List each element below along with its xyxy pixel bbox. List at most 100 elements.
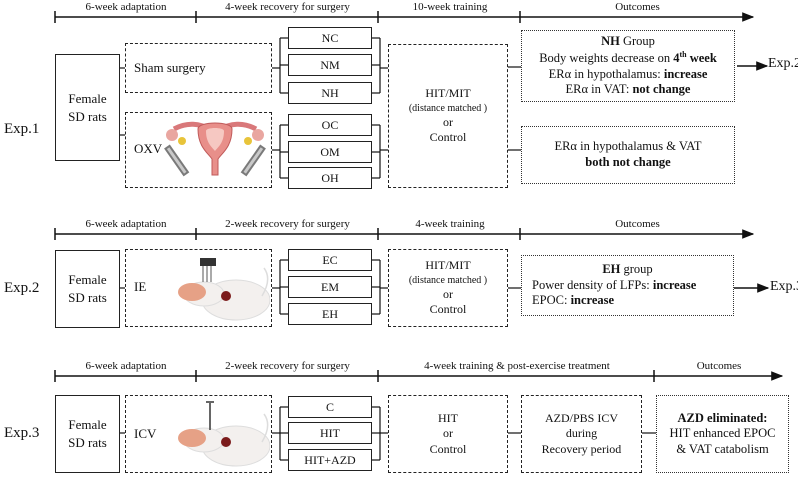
rats-box: Female SD rats bbox=[55, 54, 120, 161]
group-label: OC bbox=[321, 117, 339, 132]
outcome-bold: increase bbox=[652, 277, 697, 292]
rats-line: SD rats bbox=[68, 435, 107, 450]
training-line: (distance matched ) bbox=[408, 274, 488, 286]
rats-line: SD rats bbox=[68, 290, 107, 305]
outcome-line: & VAT catabolism bbox=[676, 441, 769, 456]
outcome-text: EPOC: bbox=[532, 293, 571, 308]
timeline-exp2 bbox=[54, 228, 755, 240]
outcome-sup: th bbox=[679, 49, 687, 59]
outcome-box-nh: NH Group Body weights decrease on 4th we… bbox=[521, 30, 735, 102]
outcome-title: AZD eliminated: bbox=[678, 411, 768, 427]
group-label: HIT bbox=[320, 425, 340, 440]
training-box: HIT/MIT (distance matched ) or Control bbox=[388, 249, 508, 327]
surgery-label: ICV bbox=[134, 426, 157, 441]
training-box: HIT/MIT (distance matched ) or Control bbox=[388, 44, 508, 188]
timeline-label: Outcomes bbox=[615, 1, 660, 13]
experiment-label: Exp.1 bbox=[4, 121, 40, 137]
next-experiment-label: Exp.3 bbox=[770, 279, 798, 294]
surgery-label: IE bbox=[134, 279, 147, 294]
ie-surgery-box: IE bbox=[125, 249, 272, 327]
training-line: HIT/MIT bbox=[425, 86, 471, 101]
group-label: EH bbox=[322, 306, 338, 321]
training-line: Control bbox=[429, 441, 467, 456]
outcome-line: Power density of LFPs: increase bbox=[522, 278, 696, 294]
group-box: NM bbox=[288, 54, 372, 76]
group-box: OC bbox=[288, 114, 372, 136]
training-line: HIT/MIT bbox=[425, 258, 471, 273]
outcome-title-rest: Group bbox=[619, 34, 655, 49]
training-line: or bbox=[443, 114, 453, 129]
outcome-line: HIT enhanced EPOC bbox=[669, 426, 776, 441]
experiment-label: Exp.3 bbox=[4, 425, 40, 441]
timeline-label: 6-week adaptation bbox=[85, 1, 167, 13]
outcome-box-azd: AZD eliminated: HIT enhanced EPOC & VAT … bbox=[656, 395, 789, 473]
outcome-text: ERα in VAT: bbox=[565, 82, 633, 97]
outcome-box-eh: EH group Power density of LFPs: increase… bbox=[521, 255, 734, 316]
rats-box: Female SD rats bbox=[55, 395, 120, 473]
treatment-line: during bbox=[565, 426, 598, 441]
outcome-text: Body weights decrease on bbox=[539, 50, 674, 65]
timeline-label: 6-week adaptation bbox=[85, 218, 167, 230]
group-label: NH bbox=[321, 85, 339, 100]
group-label: OM bbox=[320, 144, 340, 159]
timeline-exp1 bbox=[54, 11, 755, 23]
connectors-exp2 bbox=[120, 259, 521, 315]
group-box: EH bbox=[288, 303, 372, 325]
next-experiment-label: Exp.2 bbox=[768, 56, 798, 71]
timeline-label: 2-week recovery for surgery bbox=[225, 360, 350, 372]
group-label: C bbox=[325, 399, 334, 414]
outcome-bold: week bbox=[686, 50, 717, 65]
training-line: Control bbox=[429, 302, 467, 317]
timeline-exp3 bbox=[54, 370, 784, 382]
timeline-label: 10-week training bbox=[412, 1, 488, 13]
outcome-title: EH group bbox=[602, 262, 652, 278]
group-box: HIT+AZD bbox=[288, 449, 372, 471]
group-box: NC bbox=[288, 27, 372, 49]
timeline-label: 4-week training & post-exercise treatmen… bbox=[424, 360, 610, 372]
outcome-line: EPOC: increase bbox=[522, 293, 614, 309]
group-label: HIT+AZD bbox=[304, 452, 356, 467]
outcome-line: ERα in VAT: not change bbox=[566, 82, 691, 98]
treatment-line: Recovery period bbox=[541, 441, 622, 456]
outcome-line: ERα in hypothalamus: increase bbox=[549, 67, 708, 83]
outcome-bold: not change bbox=[632, 82, 691, 97]
sham-surgery-label: Sham surgery bbox=[134, 60, 206, 75]
group-box: EM bbox=[288, 276, 372, 298]
connectors-exp1 bbox=[120, 37, 521, 179]
training-line: Control bbox=[429, 130, 467, 145]
uterus-icon bbox=[164, 121, 266, 177]
group-label: EC bbox=[322, 252, 338, 267]
rats-line: SD rats bbox=[68, 108, 107, 124]
group-label: NC bbox=[321, 30, 339, 45]
outcome-bold: 4 bbox=[673, 50, 680, 65]
rats-line: Female bbox=[68, 272, 107, 288]
rat-cannula-icon bbox=[178, 401, 270, 467]
outcome-title-bold: NH bbox=[601, 34, 620, 49]
timeline-label: 6-week adaptation bbox=[85, 360, 167, 372]
timeline-label: 2-week recovery for surgery bbox=[225, 218, 350, 230]
group-box: EC bbox=[288, 249, 372, 271]
outcome-title-bold: AZD eliminated bbox=[677, 410, 764, 425]
outcome-title-colon: : bbox=[763, 410, 768, 425]
outcome-title-bold: EH bbox=[602, 262, 621, 277]
group-label: OH bbox=[321, 170, 339, 185]
outcome-title: NH Group bbox=[601, 34, 655, 50]
connectors-exp3 bbox=[120, 406, 656, 461]
group-box: NH bbox=[288, 82, 372, 104]
training-box: HIT or Control bbox=[388, 395, 508, 473]
outcome-bold: increase bbox=[663, 66, 708, 81]
timeline-label: Outcomes bbox=[696, 360, 742, 372]
timeline-label: Outcomes bbox=[615, 218, 660, 230]
group-box: OM bbox=[288, 141, 372, 163]
training-line: (distance matched ) bbox=[408, 102, 488, 114]
rat-electrode-icon bbox=[178, 258, 270, 321]
outcome-bold: both not change bbox=[585, 155, 671, 169]
training-line: or bbox=[443, 426, 453, 441]
rats-line: Female bbox=[68, 417, 107, 433]
timeline-label: 4-week recovery for surgery bbox=[225, 1, 350, 13]
treatment-box: AZD/PBS ICV during Recovery period bbox=[521, 395, 642, 473]
ovx-box: OXV bbox=[125, 112, 272, 188]
outcome-box-ovx: ERα in hypothalamus & VAT both not chang… bbox=[521, 126, 735, 184]
